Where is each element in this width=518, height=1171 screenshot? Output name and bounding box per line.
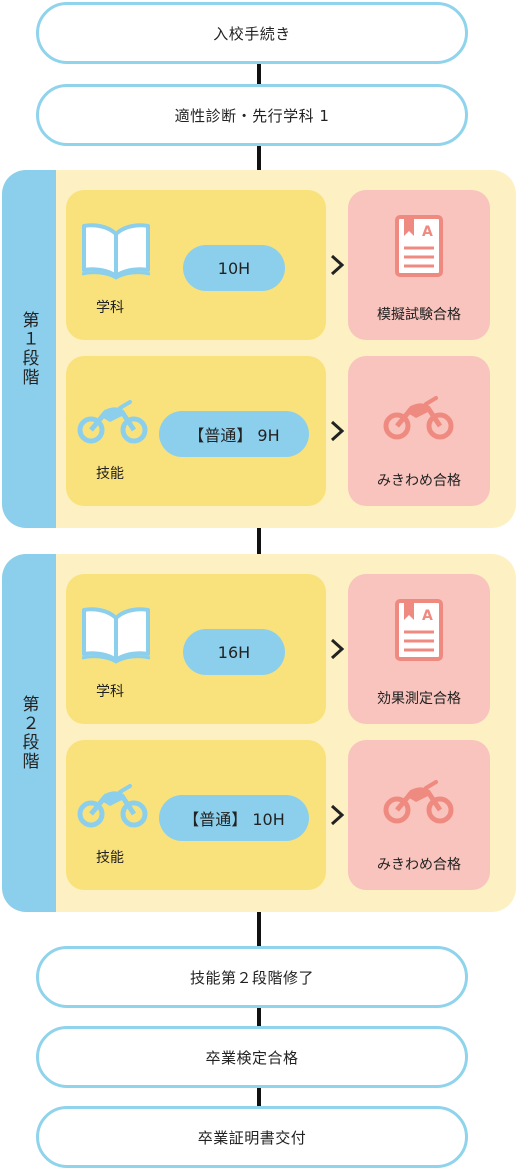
gakka-box: 学科 10H [66, 190, 326, 340]
step-label: 技能第２段階修了 [189, 968, 314, 987]
motorcycle-icon [76, 398, 150, 450]
connector-line [257, 528, 261, 554]
motorcycle-icon [382, 394, 456, 446]
gakka-box: 学科 16H [66, 574, 326, 724]
result-box-mikiwame: みきわめ合格 [348, 356, 490, 506]
motorcycle-icon [76, 782, 150, 834]
step-label: 卒業証明書交付 [197, 1128, 307, 1147]
result-label: 効果測定合格 [377, 691, 461, 707]
book-icon [80, 604, 152, 668]
category-label: 学科 [96, 684, 124, 700]
category-label: 技能 [96, 850, 124, 866]
step-enrollment: 入校手続き [36, 2, 468, 64]
step-certificate: 卒業証明書交付 [36, 1106, 468, 1168]
result-label: 模擬試験合格 [377, 307, 461, 323]
chevron-right-icon [330, 804, 345, 826]
hours-pill: 10H [183, 245, 285, 291]
step-aptitude: 適性診断・先行学科 1 [36, 84, 468, 146]
svg-text:A: A [422, 224, 433, 240]
chevron-right-icon [330, 638, 345, 660]
step-label: 適性診断・先行学科 1 [174, 106, 330, 125]
test-sheet-icon: A [394, 214, 444, 282]
connector-line [257, 146, 261, 170]
svg-text:A: A [422, 608, 433, 624]
book-icon [80, 220, 152, 284]
connector-line [257, 1088, 261, 1106]
stage-tab: 第２段階 [2, 554, 56, 912]
hours-pill: 【普通】 9H [159, 411, 309, 457]
gino-box: 技能 【普通】 9H [66, 356, 326, 506]
result-label: みきわめ合格 [377, 857, 461, 873]
connector-line [257, 64, 261, 84]
step-label: 入校手続き [213, 24, 291, 43]
step-stage2-complete: 技能第２段階修了 [36, 946, 468, 1008]
category-label: 技能 [96, 466, 124, 482]
test-sheet-icon: A [394, 598, 444, 666]
chevron-right-icon [330, 420, 345, 442]
result-box-mock-exam: A 模擬試験合格 [348, 190, 490, 340]
connector-line [257, 1008, 261, 1026]
motorcycle-icon [382, 778, 456, 830]
chevron-right-icon [330, 254, 345, 276]
stage-label: 第１段階 [18, 311, 39, 387]
stage-label: 第２段階 [18, 695, 39, 771]
step-graduation-exam: 卒業検定合格 [36, 1026, 468, 1088]
step-label: 卒業検定合格 [205, 1048, 299, 1067]
result-box-effect-test: A 効果測定合格 [348, 574, 490, 724]
gino-box: 技能 【普通】 10H [66, 740, 326, 890]
stage-tab: 第１段階 [2, 170, 56, 528]
result-box-mikiwame: みきわめ合格 [348, 740, 490, 890]
result-label: みきわめ合格 [377, 473, 461, 489]
hours-pill: 16H [183, 629, 285, 675]
category-label: 学科 [96, 300, 124, 316]
hours-pill: 【普通】 10H [159, 795, 309, 841]
connector-line [257, 912, 261, 946]
